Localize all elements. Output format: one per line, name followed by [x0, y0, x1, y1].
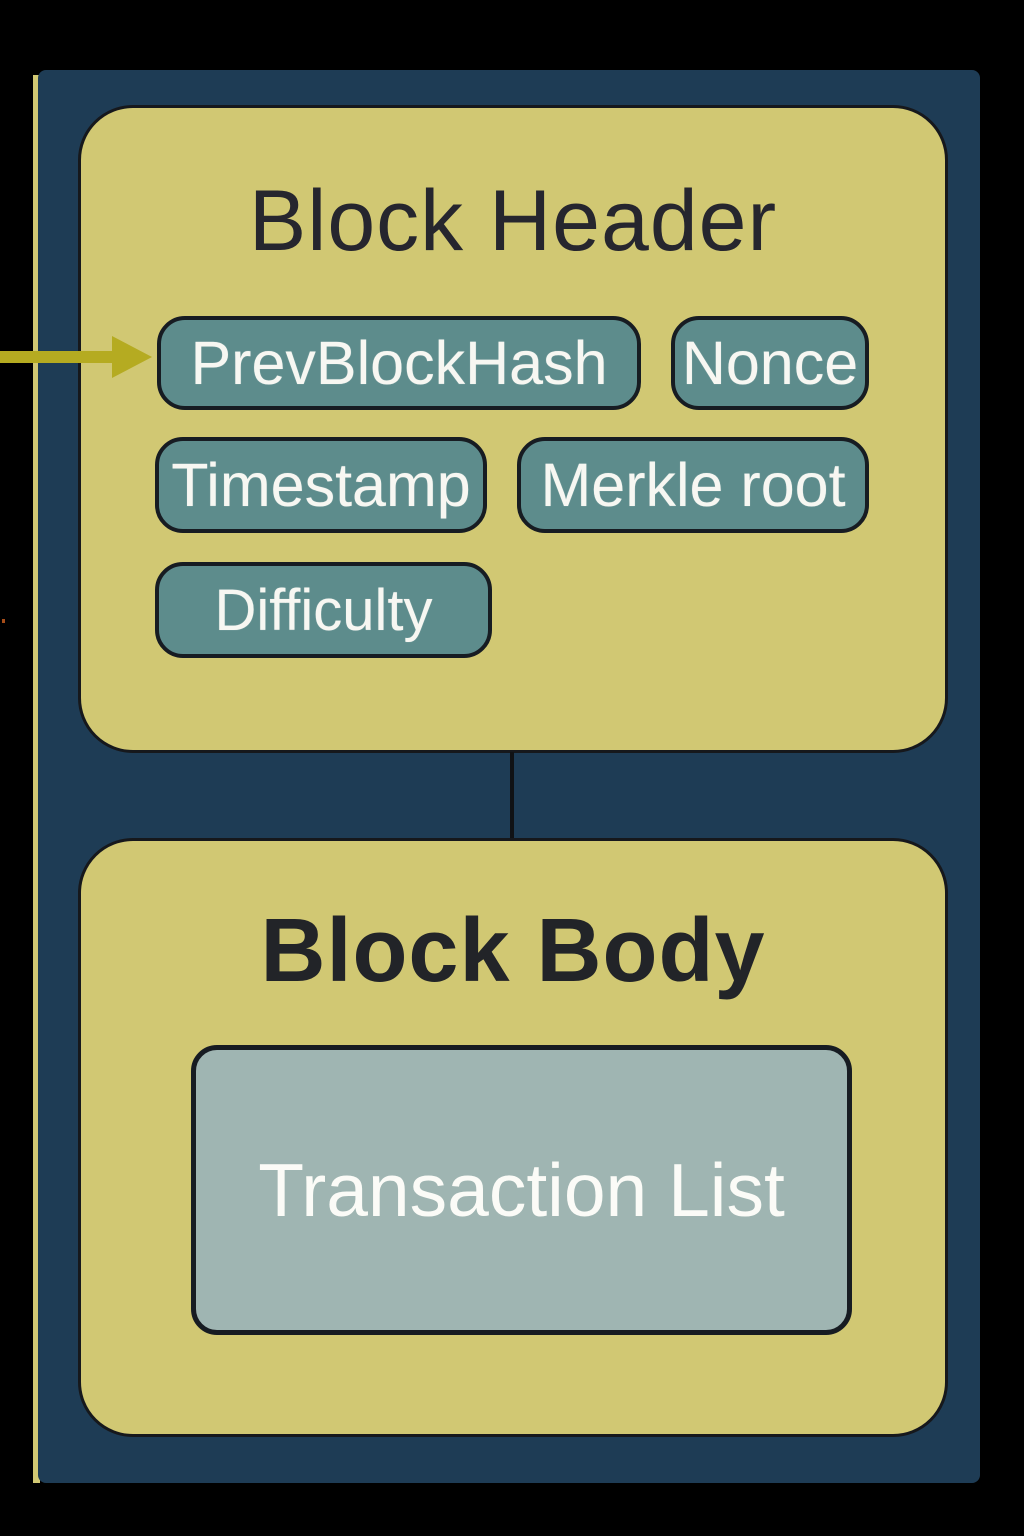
edge-artifact-dot — [2, 619, 5, 623]
field-difficulty: Difficulty — [155, 562, 492, 658]
field-nonce: Nonce — [671, 316, 869, 410]
prev-block-arrowhead-icon — [112, 336, 152, 378]
field-prev-block-hash: PrevBlockHash — [157, 316, 641, 410]
previous-block-edge-sliver — [33, 75, 40, 1483]
field-prev-block-hash-label: PrevBlockHash — [190, 329, 608, 397]
transaction-list-label: Transaction List — [258, 1148, 785, 1232]
transaction-list-box: Transaction List — [191, 1045, 852, 1335]
field-timestamp: Timestamp — [155, 437, 487, 533]
field-timestamp-label: Timestamp — [171, 451, 471, 519]
field-merkle-root: Merkle root — [517, 437, 869, 533]
field-difficulty-label: Difficulty — [214, 577, 433, 643]
header-body-connector-line — [510, 752, 514, 839]
field-merkle-root-label: Merkle root — [540, 451, 846, 519]
field-nonce-label: Nonce — [681, 329, 859, 397]
prev-block-arrow-icon — [0, 351, 118, 363]
block-header-title: Block Header — [248, 173, 778, 269]
block-body-title: Block Body — [260, 901, 766, 1001]
